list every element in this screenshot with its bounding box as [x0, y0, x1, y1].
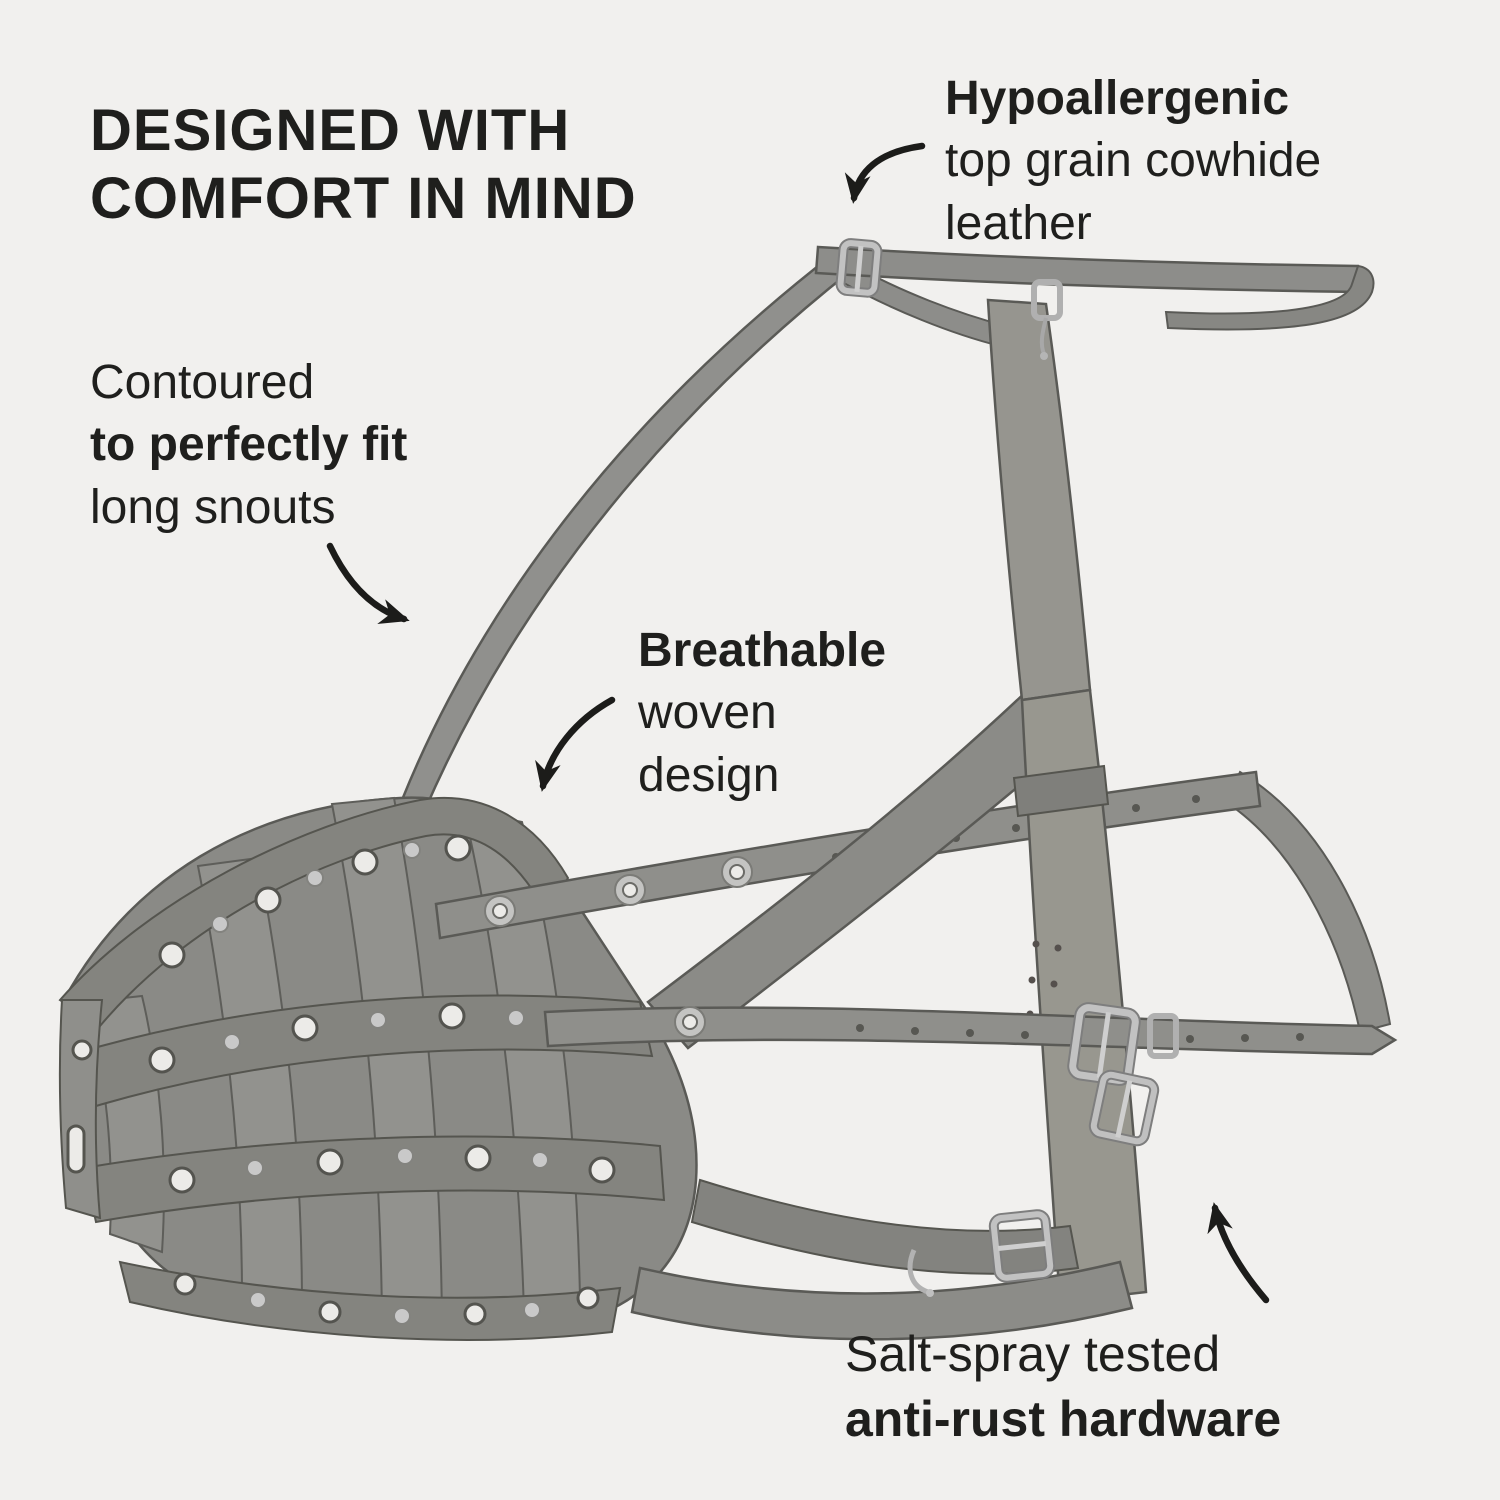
callout-line: Breathable: [638, 624, 887, 677]
callout-hypoallergenic: Hypoallergenic top grain cowhide leather: [945, 68, 1321, 255]
hypoallergenic-arrow-icon: [844, 142, 926, 204]
vertical-head-strap: [986, 298, 1148, 1304]
callout-line: Hypoallergenic: [945, 72, 1290, 125]
hardware-arrow-icon: [1207, 1202, 1270, 1304]
callout-line: top grain cowhide: [945, 134, 1322, 188]
slide-adjuster-icon: [1147, 1013, 1179, 1059]
side-buckle-2-icon: [1088, 1069, 1160, 1147]
buckle-hardware: [835, 238, 1179, 1297]
strap-keeper-icon: [1031, 279, 1063, 360]
heading-line-2: COMFORT IN MIND: [90, 166, 637, 232]
callout-arrows: [326, 142, 1270, 1304]
callout-breathable: Breathable woven design: [638, 620, 886, 807]
bottom-buckle-icon: [988, 1209, 1056, 1283]
buckle-pin-icon: [907, 1248, 934, 1297]
callout-line: Salt-spray tested: [845, 1326, 1221, 1382]
top-buckle-icon: [835, 238, 883, 298]
callout-line: long snouts: [90, 480, 336, 534]
heading-line-1: DESIGNED WITH: [90, 97, 571, 163]
callout-line: leather: [945, 196, 1092, 250]
right-cheek-strap: [1224, 770, 1392, 1034]
callout-line: to perfectly fit: [90, 418, 408, 472]
basket-weave: [58, 796, 698, 1341]
diagonal-jaw-strap: [646, 686, 1095, 1050]
breathable-arrow-icon: [535, 696, 616, 792]
callout-line: Contoured: [90, 356, 315, 409]
callout-line: design: [638, 748, 780, 802]
chin-straps: [630, 1178, 1134, 1341]
callout-anti-rust-hardware: Salt-spray tested anti-rust hardware: [845, 1322, 1281, 1452]
contoured-arrow-icon: [326, 542, 410, 625]
lower-adjustment-strap: [543, 1006, 1398, 1056]
top-head-strap: [814, 245, 1375, 331]
eyelets: [484, 856, 753, 927]
callout-contoured: Contoured to perfectly fit long snouts: [90, 352, 407, 539]
callout-line: woven: [638, 686, 777, 740]
page-title: DESIGNED WITH COMFORT IN MIND: [90, 97, 637, 234]
callout-line: anti-rust hardware: [845, 1391, 1282, 1447]
